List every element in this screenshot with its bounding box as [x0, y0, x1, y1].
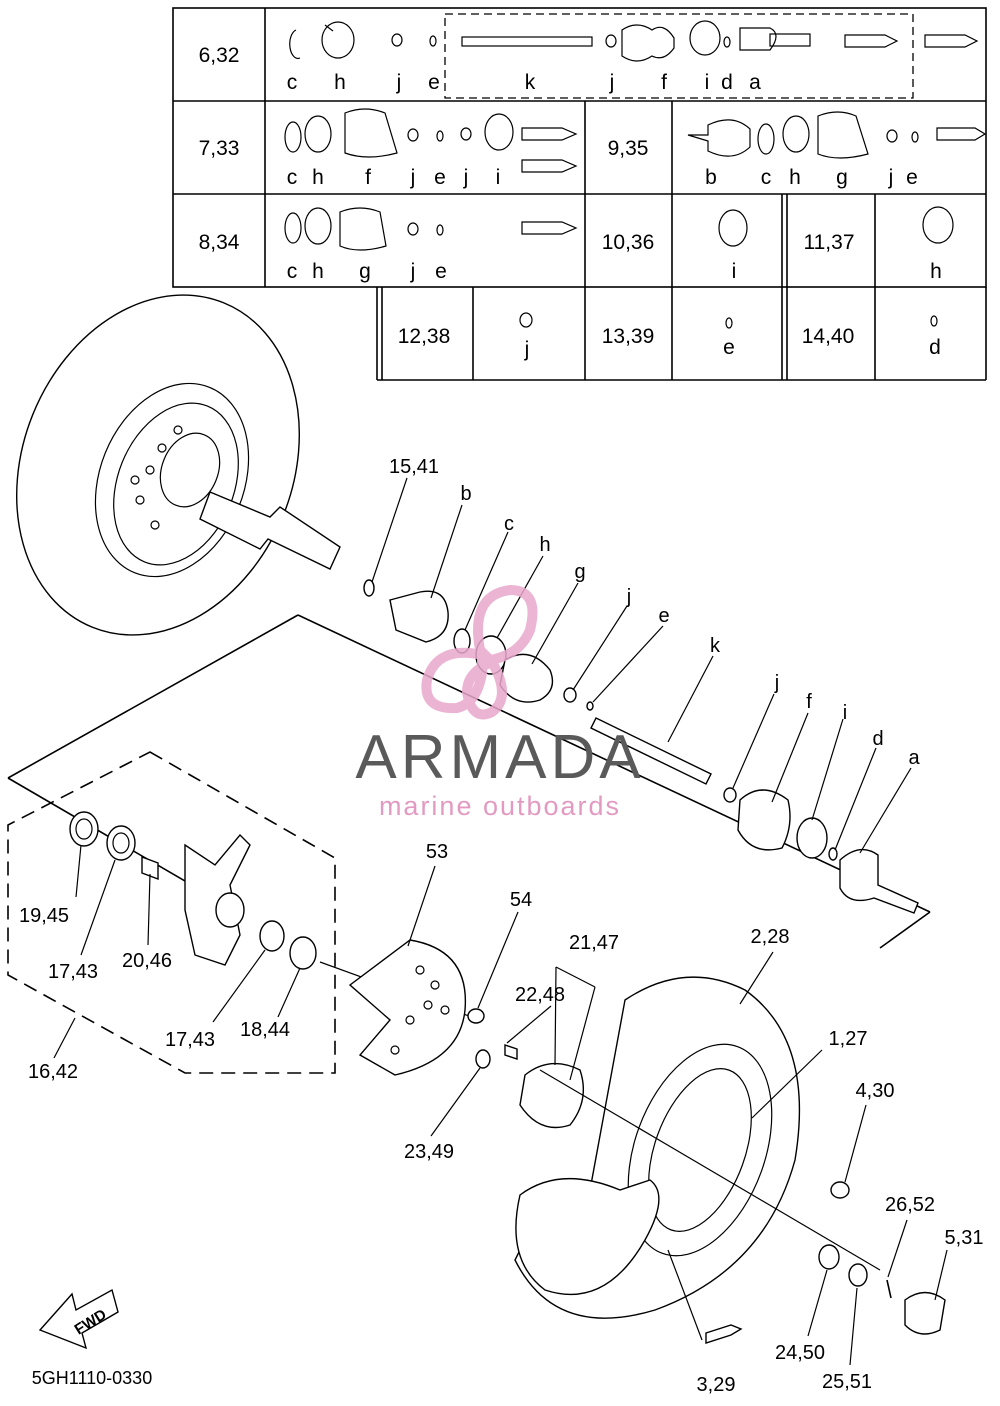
legend-letter: c [287, 71, 298, 94]
part-label: d [872, 728, 883, 750]
hub-and-wheel [348, 939, 946, 1344]
part-label: b [460, 483, 471, 505]
legend-letter: a [749, 71, 761, 94]
part-label: 17,43 [48, 961, 98, 983]
legend-letter: g [359, 260, 371, 283]
part-label: j [626, 586, 631, 608]
part-label: 24,50 [775, 1342, 825, 1364]
legend-table: 6,32 7,33 9,35 8,34 10,36 11,37 12,38 13… [172, 7, 987, 381]
legend-letter: h [930, 260, 942, 283]
legend-letter: j [410, 260, 416, 283]
legend-letter: h [334, 71, 346, 94]
part-label: 17,43 [165, 1029, 215, 1051]
legend-letter: b [705, 166, 717, 189]
legend-letter: h [312, 260, 324, 283]
part-label: 53 [426, 841, 448, 863]
part-label: 20,46 [122, 950, 172, 972]
armada-watermark: ARMADA marine outboards [355, 584, 644, 821]
legend-letter: e [435, 260, 447, 283]
part-label: 19,45 [19, 905, 69, 927]
part-labels: 53 54 21,47 22,48 2,28 1,27 4,30 19,45 1… [19, 841, 984, 1396]
part-label: 23,49 [404, 1141, 454, 1163]
part-label: f [806, 691, 812, 713]
legend-ref: 13,39 [602, 325, 655, 348]
legend-letter: i [705, 71, 710, 94]
part-label: g [574, 561, 585, 583]
legend-letter: k [525, 71, 536, 94]
legend-letter: e [906, 166, 918, 189]
part-label: 25,51 [822, 1371, 872, 1393]
part-label: c [504, 513, 514, 535]
legend-ref: 10,36 [602, 231, 655, 254]
legend-letter: d [929, 336, 941, 359]
legend-letter: j [524, 338, 530, 361]
legend-letter: f [365, 166, 371, 189]
legend-letter: i [732, 260, 737, 283]
legend-letter: j [396, 71, 402, 94]
fwd-arrow-icon: FWD [38, 1288, 119, 1350]
legend-ref: 12,38 [398, 325, 451, 348]
watermark-tagline: marine outboards [379, 791, 621, 821]
legend-letter: e [434, 166, 446, 189]
legend-ref: 9,35 [608, 137, 649, 160]
legend-letter: d [721, 71, 733, 94]
legend-part-icons [284, 20, 987, 329]
part-label: 2,28 [751, 926, 790, 948]
legend-letter: h [789, 166, 801, 189]
legend-letter: e [428, 71, 440, 94]
drive-shaft-assembly [7, 579, 931, 949]
diagram-code: 5GH1110-0330 [32, 1368, 152, 1388]
part-label: 16,42 [28, 1061, 78, 1083]
legend-letter: i [496, 166, 501, 189]
propeller-logo-icon [421, 584, 538, 720]
watermark-brand: ARMADA [355, 723, 644, 792]
part-label: 54 [510, 889, 532, 911]
left-wheel-assembly [16, 294, 341, 636]
part-label: 3,29 [697, 1374, 736, 1396]
legend-ref: 6,32 [199, 44, 240, 67]
part-label: e [658, 605, 669, 627]
part-label: 5,31 [945, 1227, 984, 1249]
leader-lines [53, 477, 948, 1366]
legend-letter: c [287, 260, 298, 283]
knuckle-assembly [7, 751, 481, 1074]
part-label: 18,44 [240, 1019, 290, 1041]
legend-letter: j [463, 166, 469, 189]
legend-letter: f [661, 71, 667, 94]
part-label: 4,30 [856, 1080, 895, 1102]
legend-letter: j [609, 71, 615, 94]
part-label: 21,47 [569, 932, 619, 954]
legend-ref: 11,37 [804, 231, 855, 254]
legend-letter: c [287, 166, 298, 189]
part-label: 15,41 [389, 456, 439, 478]
part-label: h [539, 534, 550, 556]
part-label: j [774, 672, 779, 694]
part-label: 22,48 [515, 984, 565, 1006]
part-label: 26,52 [885, 1194, 935, 1216]
part-label: 1,27 [829, 1028, 868, 1050]
part-label: a [908, 747, 920, 769]
part-label: k [710, 635, 721, 657]
legend-ref: 14,40 [802, 325, 855, 348]
legend-letter: j [888, 166, 894, 189]
legend-letter: c [761, 166, 772, 189]
legend-ref: 8,34 [199, 231, 240, 254]
legend-letter: h [312, 166, 324, 189]
part-label: i [843, 702, 847, 724]
legend-letter: g [836, 166, 848, 189]
shaft-labels: 15,41 b c h g j e k j f i d a [389, 456, 920, 769]
legend-letter: j [410, 166, 416, 189]
legend-ref: 7,33 [199, 137, 240, 160]
legend-letter: e [723, 336, 735, 359]
